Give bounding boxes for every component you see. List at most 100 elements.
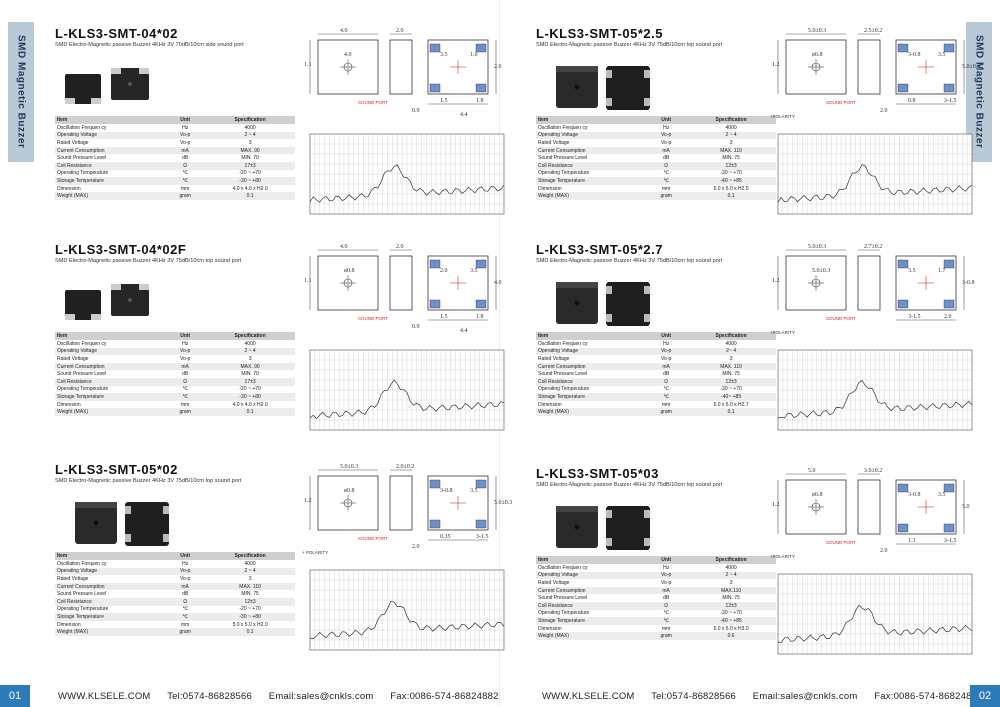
- dimension-label: 3.5: [938, 492, 946, 498]
- spec-cell: -40 ~ +85: [686, 177, 776, 185]
- dimension-label: ø0.8: [812, 492, 823, 498]
- dimension-label: 3.5: [908, 268, 916, 274]
- spec-header-cell: Item: [536, 116, 647, 124]
- spec-cell: Operating Temperature: [538, 170, 590, 177]
- spec-cell: 4000: [244, 124, 256, 131]
- spec-cell: 4000: [244, 340, 256, 347]
- spec-cell: Dimension: [57, 401, 81, 408]
- dimension-label: 2.5±0.2: [864, 28, 882, 34]
- dimension-label: 2.7±0.2: [864, 244, 882, 250]
- dimension-label: 5.0±0.3: [962, 64, 980, 70]
- spec-cell: mA: [646, 146, 687, 155]
- spec-cell: mA: [165, 146, 206, 155]
- spec-cell: Operating Temperature: [57, 386, 109, 393]
- product-photo: [556, 282, 650, 326]
- spec-cell: ℃: [182, 386, 188, 393]
- spec-cell: MAX. 90: [205, 362, 295, 371]
- dimension-label: 1.8: [476, 98, 484, 104]
- spec-cell: dB: [663, 155, 670, 162]
- spec-cell: Operating Voltage: [55, 347, 166, 356]
- spec-cell: Oscillation Frequen cy: [538, 124, 588, 131]
- dimension-label: 1.7: [938, 268, 946, 274]
- spec-row: Operating Temperature ℃ -20 ~ +70: [55, 386, 295, 394]
- spec-header-cell: Unit: [165, 116, 206, 124]
- side-tab-label: SMD Magnetic Buzzer: [15, 35, 27, 149]
- dimension-label: 1.2: [772, 502, 780, 508]
- spec-cell: Vo-p: [646, 571, 687, 580]
- spec-cell: 5.0 x 5.0 x H2.5: [713, 185, 749, 192]
- spec-cell: Weight (MAX): [55, 628, 166, 636]
- product-subtitle: SMD Electro-Magnetic passive Buzzer 4KHz…: [55, 478, 242, 484]
- dimension-label: 3-1.5: [944, 98, 957, 104]
- spec-cell: ℃: [663, 386, 669, 393]
- website-link[interactable]: WWW.KLSELE.COM: [542, 691, 635, 702]
- spec-cell: Rated Voltage: [538, 139, 570, 146]
- spec-cell: ℃: [165, 613, 206, 621]
- spec-header-cell: Specification: [686, 556, 776, 564]
- spec-cell: 4000: [244, 560, 256, 567]
- spec-cell: Ω: [165, 597, 206, 606]
- spec-cell: Ω: [165, 377, 206, 386]
- email-link[interactable]: Email:sales@cnkls.com: [752, 691, 858, 702]
- footer-left: 01 WWW.KLSELE.COM Tel:0574-86828566 Emai…: [0, 685, 500, 707]
- spec-cell: Rated Voltage: [538, 355, 570, 362]
- website-link[interactable]: WWW.KLSELE.COM: [58, 691, 151, 702]
- dimension-label: 3-0.8: [908, 52, 921, 58]
- dimension-label: 4.4: [460, 112, 468, 118]
- product-subtitle: SMD Electro-Magnetic passive Buzzer 4KHz…: [55, 258, 242, 264]
- spec-cell: Vo-p: [179, 575, 191, 582]
- spec-cell: 5.0 x 5.0 x H3.0: [713, 625, 749, 632]
- spec-cell: 2 ~ 4: [686, 131, 776, 140]
- dimension-label: 2.0: [494, 64, 502, 70]
- spec-cell: ℃: [182, 170, 188, 177]
- spec-cell: -20 ~ +70: [239, 386, 261, 393]
- product-photo: [75, 502, 169, 546]
- spec-cell: MAX. 90: [205, 146, 295, 155]
- spec-header-cell: Item: [55, 552, 166, 560]
- spec-row: Storage Temperature℃-40~ +85: [536, 393, 776, 401]
- spec-cell: 4000: [725, 340, 737, 347]
- spec-cell: MIN. 75: [241, 591, 259, 598]
- spec-cell: Storage Temperature: [55, 177, 166, 185]
- spec-cell: 0.1: [686, 408, 776, 416]
- product-subtitle: SMD Electro-Magnetic passive Buzzer 4KHz…: [536, 42, 723, 48]
- spec-cell: Hz: [663, 124, 670, 131]
- polarity-label: +POLARITY: [770, 114, 795, 119]
- spec-cell: 3: [248, 139, 252, 146]
- spec-cell: Coil Resistance: [55, 161, 166, 170]
- spec-cell: gram: [165, 408, 206, 416]
- dimension-label: 5.0±0.3: [494, 500, 512, 506]
- spec-cell: Sound Pressure Level: [57, 591, 107, 598]
- spec-cell: Operating Voltage: [55, 567, 166, 576]
- spec-cell: Hz: [663, 340, 670, 347]
- spec-cell: Storage Temperature: [55, 613, 166, 621]
- email-link[interactable]: Email:sales@cnkls.com: [268, 691, 374, 702]
- spec-cell: -30 ~ +80: [205, 393, 295, 401]
- spec-header-cell: Item: [55, 332, 166, 340]
- dimension-label: 5.0±0.3: [812, 268, 830, 274]
- spec-cell: ℃: [646, 617, 687, 625]
- spec-cell: Oscillation Frequen cy: [538, 340, 588, 347]
- product-title: L-KLS3-SMT-05*03: [536, 466, 659, 481]
- spec-cell: dB: [182, 591, 189, 598]
- spec-cell: Current Consumption: [55, 582, 166, 591]
- spec-cell: ℃: [663, 610, 669, 617]
- spec-row: Operating Temperature℃-30 ~ +70: [536, 386, 776, 394]
- spec-cell: Ω: [165, 161, 206, 170]
- dimension-label: 2.0: [880, 548, 888, 554]
- spec-row: Storage Temperature℃-40 ~ +85: [536, 617, 776, 625]
- spec-cell: dB: [663, 371, 670, 378]
